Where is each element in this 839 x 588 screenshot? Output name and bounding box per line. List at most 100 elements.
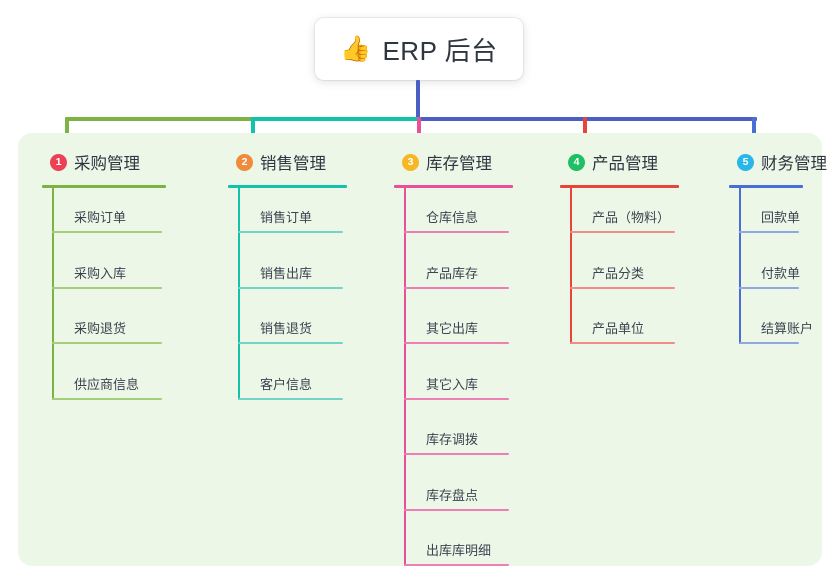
leaf-item[interactable]: 产品（物料） (570, 207, 675, 233)
leaf-item-underline (404, 564, 509, 566)
connector-drop-product (583, 117, 587, 146)
leaf-item-label: 仓库信息 (426, 210, 479, 225)
column-spine (52, 187, 54, 400)
column-title: 财务管理 (761, 155, 827, 173)
leaf-item-underline (570, 342, 675, 344)
column-2: 2 销售管理销售订单销售出库销售退货客户信息 (216, 145, 381, 400)
column-spine (570, 187, 572, 344)
leaf-item-label: 供应商信息 (74, 376, 140, 392)
leaf-item-label: 采购退货 (74, 321, 127, 336)
leaf-item-underline (238, 231, 343, 233)
column-title: 库存管理 (426, 155, 492, 173)
leaf-item-underline (52, 397, 162, 400)
leaf-item-label: 产品单位 (592, 321, 645, 336)
leaf-item-label: 库存调拨 (426, 432, 479, 447)
leaf-item-label: 客户信息 (260, 376, 313, 392)
leaf-item[interactable]: 库存调拨 (404, 429, 509, 455)
leaf-item-underline (404, 286, 509, 289)
leaf-item-underline (238, 342, 343, 344)
column-header-4[interactable]: 4 产品管理 (548, 145, 713, 179)
leaf-item-label: 其它入库 (426, 376, 479, 392)
column-underline (394, 185, 513, 188)
badge-number-icon: 1 (50, 153, 67, 171)
connector-bar-blue (418, 117, 757, 121)
leaf-item-underline (238, 286, 343, 289)
leaf-item-underline (739, 231, 799, 233)
leaf-item[interactable]: 其它入库 (404, 374, 509, 400)
badge-number-icon: 4 (568, 153, 585, 171)
column-4: 4 产品管理产品（物料） 产品分类产品单位 (548, 145, 713, 344)
leaf-item[interactable]: 销售出库 (238, 263, 343, 289)
column-header-1[interactable]: 1 采购管理 (30, 145, 200, 179)
leaf-item[interactable]: 销售退货 (238, 318, 343, 344)
badge-number-icon: 5 (737, 153, 754, 171)
column-underline (729, 185, 803, 188)
root-stem (416, 80, 420, 121)
leaf-item[interactable]: 结算账户 (739, 318, 814, 344)
leaf-item[interactable]: 回款单 (739, 207, 801, 233)
column-spine (404, 187, 406, 566)
leaf-item-underline (404, 397, 509, 400)
connector-drop-sales (251, 117, 255, 146)
column-1: 1 采购管理采购订单采购入库采购退货供应商信息 (30, 145, 200, 400)
leaf-item-underline (404, 508, 509, 511)
column-underline (228, 185, 347, 188)
column-spine (739, 187, 741, 344)
leaf-item-label: 结算账户 (761, 321, 814, 336)
column-underline (560, 185, 679, 188)
column-header-2[interactable]: 2 销售管理 (216, 145, 381, 179)
leaf-item-label: 出库库明细 (426, 543, 492, 558)
column-title: 采购管理 (74, 155, 140, 173)
leaf-item-label: 采购入库 (74, 265, 127, 281)
leaf-item[interactable]: 产品分类 (570, 263, 675, 289)
leaf-item[interactable]: 采购退货 (52, 318, 162, 344)
leaf-item-label: 其它出库 (426, 321, 479, 336)
leaf-item[interactable]: 采购入库 (52, 263, 162, 289)
column-title: 产品管理 (592, 155, 658, 173)
thumbs-up-icon: 👍 (340, 34, 372, 63)
leaf-item[interactable]: 采购订单 (52, 207, 162, 233)
leaf-item[interactable]: 供应商信息 (52, 374, 162, 400)
leaf-item-underline (52, 231, 162, 233)
leaf-item[interactable]: 出库库明细 (404, 540, 509, 566)
leaf-item-underline (404, 453, 509, 455)
leaf-item-label: 产品分类 (592, 265, 645, 281)
column-underline (42, 185, 166, 188)
leaf-item-underline (739, 342, 799, 344)
root-node[interactable]: 👍 ERP 后台 (315, 18, 523, 80)
modules-panel: 1 采购管理采购订单采购入库采购退货供应商信息 2 销售管理销售订单销售出库销售退货客… (18, 133, 827, 566)
leaf-item-label: 库存盘点 (426, 487, 479, 503)
leaf-item-label: 付款单 (761, 265, 801, 281)
column-header-5[interactable]: 5 财务管理 (717, 145, 837, 179)
leaf-item[interactable]: 库存盘点 (404, 485, 509, 511)
connector-drop-purchasing (65, 117, 69, 146)
leaf-item-label: 采购订单 (74, 210, 127, 225)
connector-bar-teal (252, 117, 420, 121)
leaf-item-underline (570, 231, 675, 233)
connector-drop-finance (752, 117, 756, 146)
leaf-item[interactable]: 客户信息 (238, 374, 343, 400)
leaf-item-underline (739, 286, 799, 289)
column-spine (238, 187, 240, 400)
leaf-item[interactable]: 付款单 (739, 263, 801, 289)
leaf-item-label: 销售订单 (260, 210, 313, 225)
column-5: 5 财务管理回款单付款单结算账户 (717, 145, 837, 344)
leaf-item[interactable]: 销售订单 (238, 207, 343, 233)
leaf-item-label: 回款单 (761, 210, 801, 225)
connector-drop-inventory (417, 117, 421, 146)
column-title: 销售管理 (260, 155, 326, 173)
leaf-item[interactable]: 产品单位 (570, 318, 675, 344)
leaf-item-underline (52, 342, 162, 344)
badge-number-icon: 2 (236, 153, 253, 171)
leaf-item-underline (52, 286, 162, 289)
leaf-item-underline (570, 286, 675, 289)
leaf-item-underline (238, 397, 343, 400)
leaf-item[interactable]: 其它出库 (404, 318, 509, 344)
leaf-item[interactable]: 仓库信息 (404, 207, 509, 233)
leaf-item-underline (404, 231, 509, 233)
leaf-item[interactable]: 产品库存 (404, 263, 509, 289)
leaf-item-label: 销售退货 (260, 321, 313, 336)
